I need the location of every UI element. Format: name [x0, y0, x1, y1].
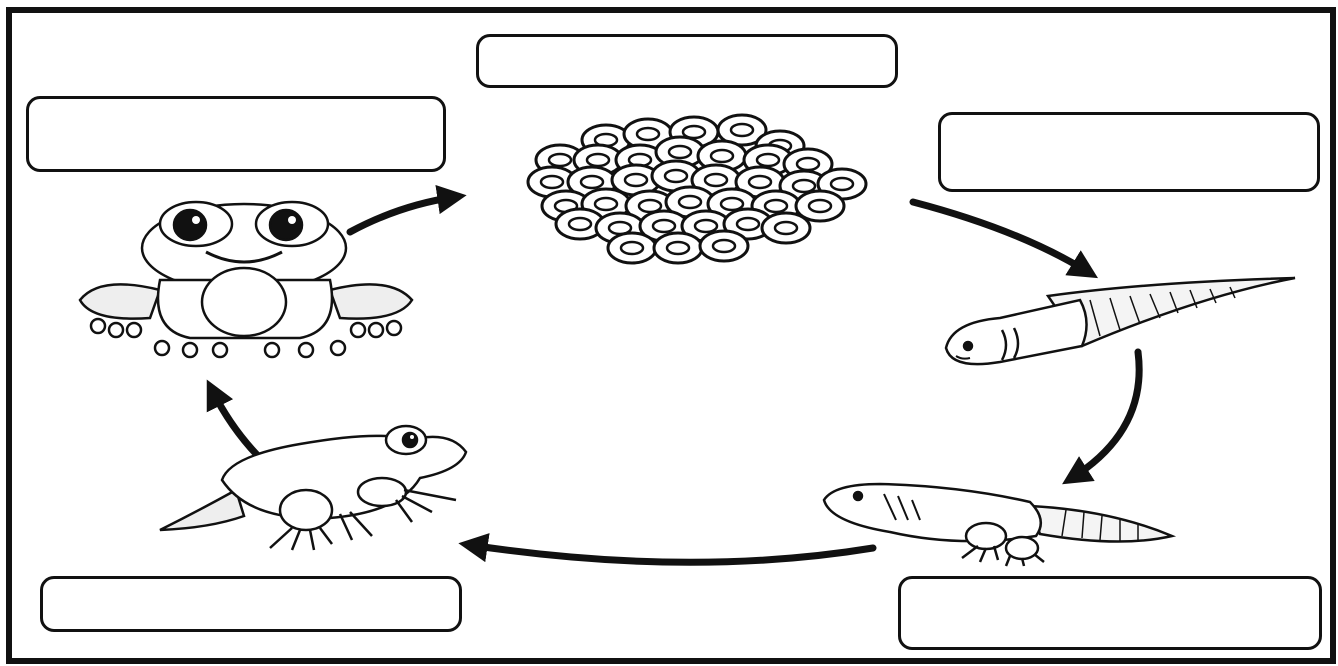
egg-yolk	[635, 126, 661, 142]
froglet-label-box[interactable]	[40, 576, 462, 632]
froglet-icon	[159, 424, 468, 551]
frog-eggs-icon	[526, 113, 868, 265]
egg-yolk	[709, 148, 735, 164]
egg-yolk	[755, 152, 781, 168]
egg-yolk	[729, 122, 755, 138]
adult-frog-icon	[78, 200, 414, 359]
egg-yolk	[585, 152, 611, 168]
egg-yolk	[593, 196, 619, 212]
egg-yolk	[773, 220, 799, 236]
tadpole-label-box[interactable]	[938, 112, 1320, 192]
arrow-legs-to-froglet	[458, 533, 877, 566]
arrow-froglet-to-frog	[206, 379, 266, 464]
adult-frog-label-box[interactable]	[26, 96, 446, 172]
egg-yolk	[763, 198, 789, 214]
egg-yolk	[791, 178, 817, 194]
egg-yolk	[665, 240, 691, 256]
tadpole-with-legs-label-box[interactable]	[898, 576, 1322, 650]
arrow-frog-to-eggs	[346, 184, 467, 236]
egg-yolk	[693, 218, 719, 234]
egg-yolk	[667, 144, 693, 160]
tadpole-with-legs-icon	[822, 482, 1177, 567]
egg-yolk	[619, 240, 645, 256]
egg-yolk	[567, 216, 593, 232]
egg-yolk	[677, 194, 703, 210]
eggs-label-box[interactable]	[476, 34, 898, 88]
egg-yolk	[747, 174, 773, 190]
arrow-eggs-to-tadpole	[909, 198, 1099, 279]
arrow-tadpole-to-legs	[1062, 348, 1143, 485]
egg-yolk	[807, 198, 833, 214]
egg-yolk	[623, 172, 649, 188]
egg-yolk	[539, 174, 565, 190]
egg-yolk	[547, 152, 573, 168]
egg-yolk	[711, 238, 737, 254]
egg-yolk	[829, 176, 855, 192]
tadpole-icon	[944, 276, 1296, 366]
egg-yolk	[719, 196, 745, 212]
egg-yolk	[703, 172, 729, 188]
egg-yolk	[579, 174, 605, 190]
egg-yolk	[663, 168, 689, 184]
egg-yolk	[637, 198, 663, 214]
egg-yolk	[795, 156, 821, 172]
egg-yolk	[651, 218, 677, 234]
egg-yolk	[681, 124, 707, 140]
egg-yolk	[735, 216, 761, 232]
